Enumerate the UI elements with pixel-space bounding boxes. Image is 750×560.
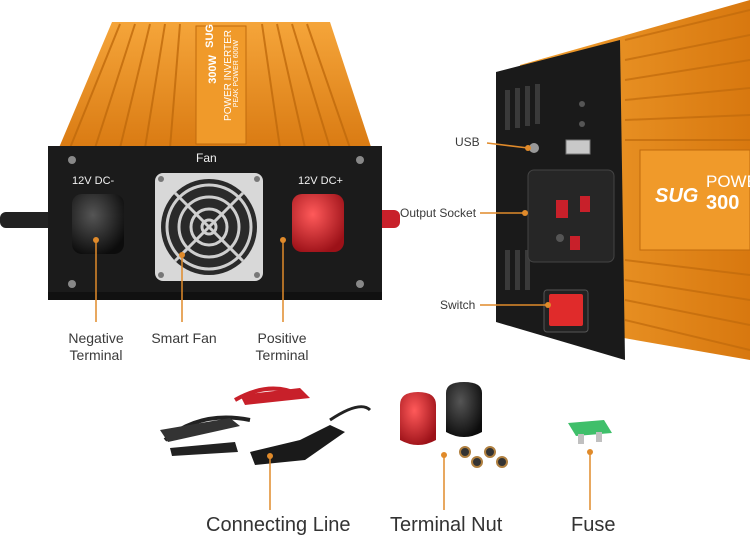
side-fins [624,9,750,351]
inverter-front-view [0,22,400,322]
positive-terminal [292,194,344,252]
positive-terminal-line2: Terminal [255,347,309,363]
terminal-nut-accessory [400,382,508,510]
negative-terminal-line2: Terminal [69,347,123,363]
dc-positive-label: 12V DC+ [298,175,343,187]
usb-callout: USB [455,135,480,149]
screw [356,156,364,164]
fan-label: Fan [196,151,217,165]
connecting-line-caption: Connecting Line [206,514,351,536]
heat-fins [69,23,351,149]
screw [68,280,76,288]
switch-callout: Switch [440,298,476,312]
fuse-caption: Fuse [571,514,616,536]
screw [68,156,76,164]
dc-negative-label: 12V DC- [72,175,115,187]
front-peak: PEAK POWER 600W [233,40,240,108]
output-socket [527,169,615,263]
positive-terminal-line1: Positive [257,330,307,346]
fan-grille [165,183,253,271]
negative-terminal [72,194,124,254]
side-model: 300 [706,192,740,214]
callout-lines-front [95,240,284,322]
inverter-side-view [480,0,750,360]
positive-terminal-callout: Positive Terminal [244,330,320,364]
panel-base [48,292,382,300]
negative-terminal-line1: Negative [68,330,124,346]
ground-screw [529,143,539,153]
callout-lines-side [480,142,548,306]
output-socket-callout: Output Socket [400,206,477,220]
terminal-nut-caption: Terminal Nut [390,514,503,536]
rating-label [195,25,247,145]
screw [356,280,364,288]
side-label-plate [639,149,750,251]
usb-port [565,139,591,155]
connecting-line-accessory [160,386,372,510]
model-front: 300W [207,55,219,84]
side-title: POWER [706,172,750,191]
fuse-accessory [568,420,612,510]
vents [505,84,540,290]
brand-logo-front: SUG [204,24,216,48]
negative-terminal-callout: Negative Terminal [58,330,134,364]
brand-logo-side: SUG [655,185,699,207]
smart-fan-callout: Smart Fan [151,330,217,346]
